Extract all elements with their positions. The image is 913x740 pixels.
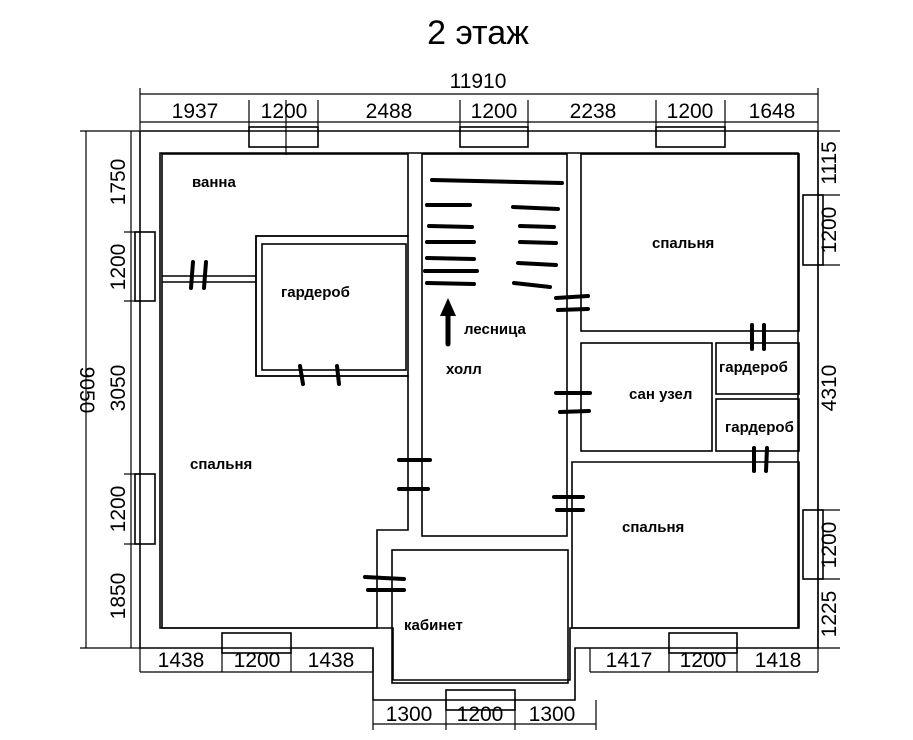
room-label-wardrobe-right-1: гардероб [719, 359, 788, 376]
bedroom-bottom-right-outline [571, 461, 800, 629]
room-label-office: кабинет [404, 617, 463, 634]
bottom-left-dim-2: 1200 [234, 649, 281, 672]
wardrobe-left-outer [255, 235, 409, 377]
top-dim-5: 2238 [570, 100, 617, 123]
bottom-center-dim-2: 1200 [457, 703, 504, 726]
window-bottom-1 [221, 632, 292, 654]
left-rooms-outline [161, 153, 409, 629]
window-top-3 [655, 126, 726, 148]
wardrobe-left-inner [261, 243, 407, 371]
left-dim-4: 1200 [107, 486, 130, 533]
plan-title: 2 этаж [427, 14, 529, 52]
room-labels: ванна гардероб лесница холл спальня спал… [190, 174, 794, 634]
hall-outline [421, 153, 568, 537]
right-dim-4: 1200 [818, 522, 841, 569]
total-width-label: 11910 [450, 70, 507, 93]
door-marks [189, 260, 769, 592]
window-bottom-2 [668, 632, 738, 654]
bedroom-top-right-outline [580, 153, 800, 332]
bottom-left-dim-1: 1438 [158, 649, 205, 672]
bottom-right-dim-3: 1418 [755, 649, 802, 672]
room-label-hall: холл [446, 361, 482, 378]
arrow-up-icon [440, 298, 456, 316]
window-left-1 [134, 231, 156, 302]
rooms [161, 153, 800, 684]
room-label-bedroom-bottom-right: спальня [622, 519, 684, 536]
windows [134, 126, 824, 711]
wardrobe-right-2-outline [715, 398, 800, 452]
right-dim-3: 4310 [818, 365, 841, 412]
room-label-wardrobe-left: гардероб [281, 284, 350, 301]
room-label-bedroom-top-right: спальня [652, 235, 714, 252]
office-outline [391, 549, 569, 684]
bathroom-outline [580, 342, 713, 452]
right-dim-1: 1115 [818, 141, 841, 185]
left-dim-2: 1200 [107, 244, 130, 291]
left-dim-3: 3050 [107, 365, 130, 412]
bottom-center-dim-1: 1300 [386, 703, 433, 726]
right-dim-2: 1200 [818, 207, 841, 254]
window-right-1 [802, 194, 824, 266]
dimension-lines [80, 88, 840, 730]
top-dim-2: 1200 [261, 100, 308, 123]
room-label-bathroom: сан узел [629, 386, 692, 403]
wardrobe-right-1-outline [715, 342, 800, 395]
window-top-2 [459, 126, 529, 148]
left-dim-5: 1850 [107, 573, 130, 620]
bottom-center-dim-3: 1300 [529, 703, 576, 726]
top-dim-7: 1648 [749, 100, 796, 123]
top-dim-6: 1200 [667, 100, 714, 123]
window-left-2 [134, 473, 156, 545]
left-total-label: 9050 [75, 367, 98, 414]
dimension-labels: 11910 1937 1200 2488 1200 2238 1200 1648… [75, 70, 841, 726]
bottom-right-dim-2: 1200 [680, 649, 727, 672]
room-label-bedroom-left: спальня [190, 456, 252, 473]
window-top-1 [248, 126, 319, 148]
room-label-stairs: лесница [464, 321, 527, 338]
top-dim-1: 1937 [172, 100, 219, 123]
room-label-bath: ванна [192, 174, 236, 191]
room-label-wardrobe-right-2: гардероб [725, 419, 794, 436]
bottom-right-dim-1: 1417 [606, 649, 653, 672]
right-dim-5: 1225 [818, 591, 841, 638]
top-dim-3: 2488 [366, 100, 413, 123]
stairs [423, 178, 564, 347]
bottom-left-dim-3: 1438 [308, 649, 355, 672]
window-right-2 [802, 509, 824, 580]
left-dim-1: 1750 [107, 159, 130, 206]
window-bottom-3 [445, 689, 516, 711]
top-dim-4: 1200 [471, 100, 518, 123]
